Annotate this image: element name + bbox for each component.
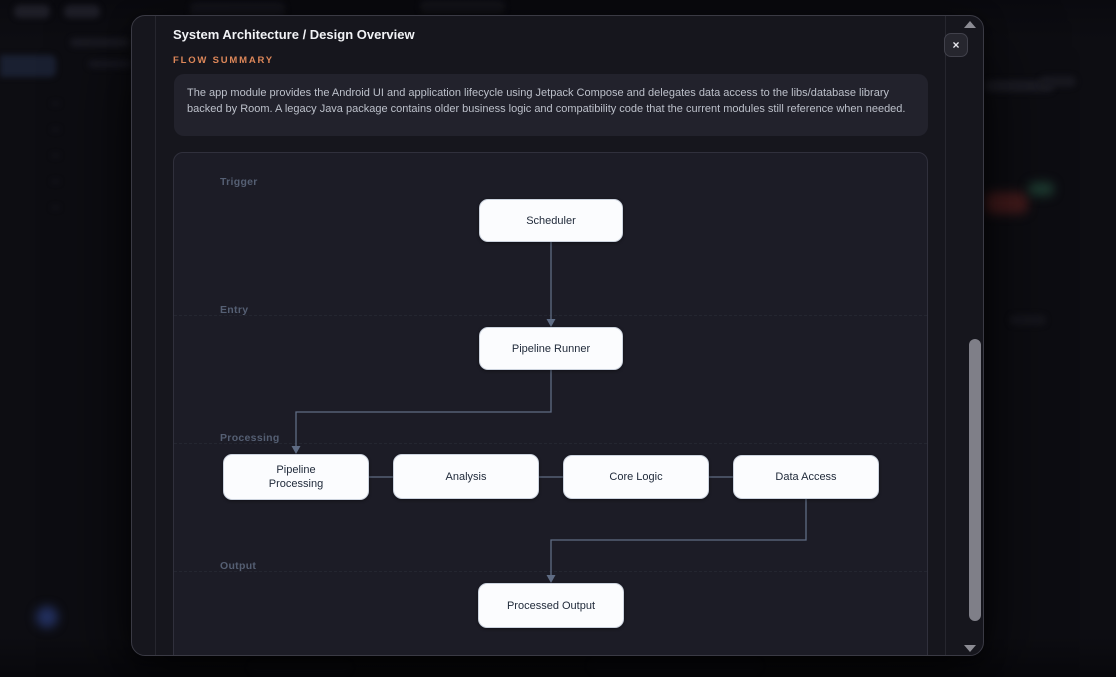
bg-tick [52, 206, 59, 209]
bg-red-badge-glow [984, 192, 1028, 214]
node-data-access: Data Access [733, 455, 879, 499]
architecture-overview-dialog: System Architecture / Design Overview FL… [131, 15, 984, 656]
bg-menu-item [14, 5, 50, 18]
node-analysis: Analysis [393, 454, 539, 499]
bg-right-text-blur [1010, 315, 1046, 325]
flow-summary-description: The app module provides the Android UI a… [174, 74, 928, 136]
flow-edges [291, 242, 807, 583]
flow-summary-label: FLOW SUMMARY [173, 55, 274, 66]
node-core-logic: Core Logic [563, 455, 709, 499]
node-pipeline-processing: Pipeline Processing [223, 454, 369, 500]
bg-floating-action-glow [36, 606, 58, 628]
node-pipeline-runner: Pipeline Runner [479, 327, 623, 370]
bg-tick [52, 180, 59, 183]
bg-sidebar-label [88, 60, 132, 68]
scroll-down-icon[interactable] [964, 645, 976, 652]
node-processed-output: Processed Output [478, 583, 624, 628]
bg-menu-item [64, 5, 100, 18]
bg-right-text-blur [984, 80, 1054, 92]
lane-label-output: Output [220, 560, 257, 572]
bg-breadcrumb-blur [70, 38, 130, 47]
scroll-up-icon[interactable] [964, 21, 976, 28]
bg-tick [52, 102, 59, 105]
bg-sidebar-active-item [0, 55, 56, 77]
dialog-title: System Architecture / Design Overview [173, 27, 415, 42]
close-button[interactable]: × [944, 33, 968, 57]
bg-header-blur [190, 2, 285, 17]
lane-label-entry: Entry [220, 304, 249, 316]
lane-label-trigger: Trigger [220, 176, 258, 188]
close-icon: × [952, 38, 960, 52]
bg-tick [52, 128, 59, 131]
modal-left-divider [155, 16, 156, 655]
scrollbar-thumb[interactable] [969, 339, 981, 621]
bg-header-blur [420, 0, 505, 13]
lane-divider [174, 443, 927, 444]
modal-right-divider [945, 16, 946, 655]
bg-tick [52, 154, 59, 157]
flow-diagram-panel: Trigger Entry Processing Output [173, 152, 928, 655]
node-scheduler: Scheduler [479, 199, 623, 242]
bg-bottom-blur [250, 663, 350, 673]
bg-right-text-blur [1040, 76, 1076, 87]
lane-label-processing: Processing [220, 432, 280, 444]
bg-green-dot-glow [1028, 182, 1054, 196]
flow-summary-text: The app module provides the Android UI a… [187, 87, 906, 115]
bg-bottom-blur [590, 660, 760, 672]
